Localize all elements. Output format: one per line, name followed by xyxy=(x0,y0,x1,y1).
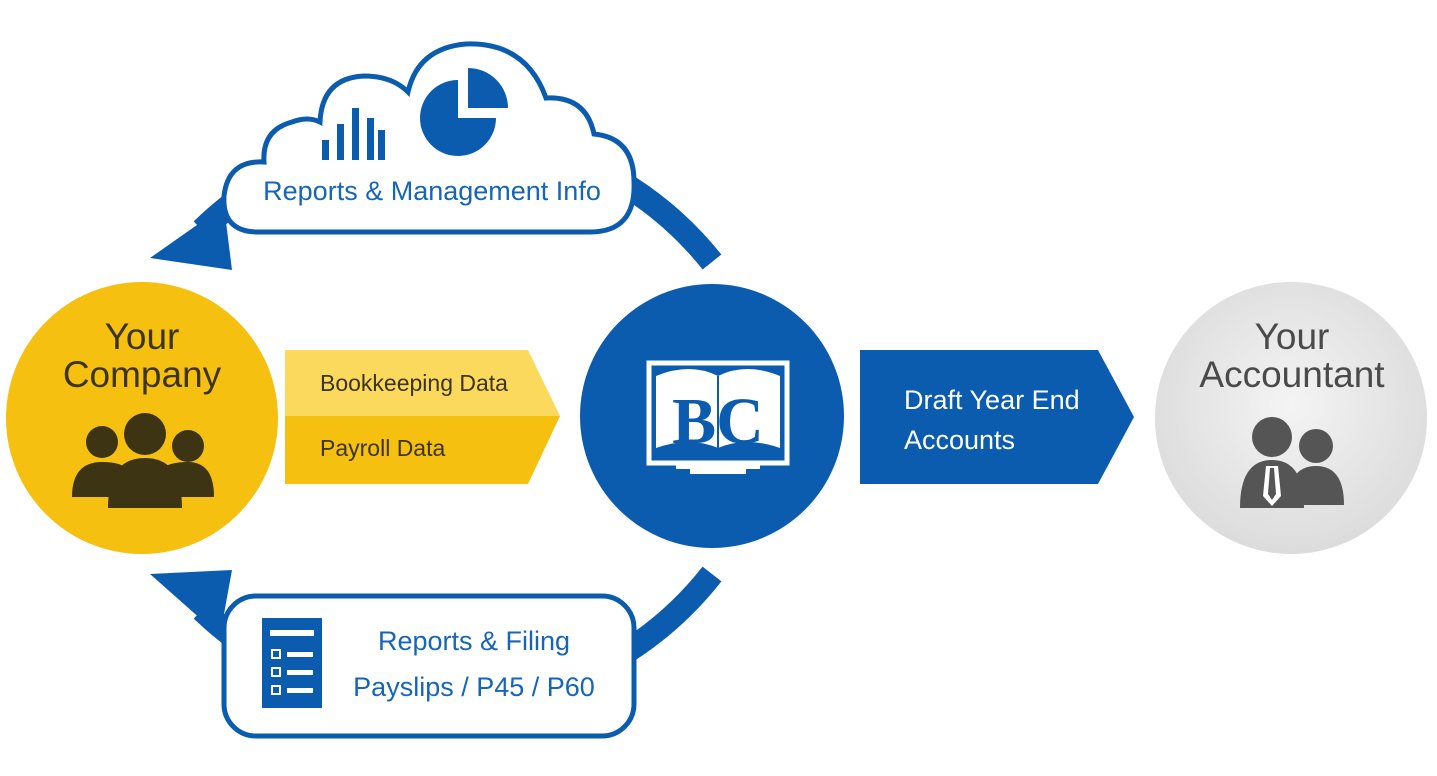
accountant-circle xyxy=(1155,282,1427,554)
business-people-icon xyxy=(1240,417,1344,508)
input-arrow xyxy=(285,350,560,484)
accountant-title-line1: Your xyxy=(1254,316,1330,357)
checklist-icon xyxy=(262,618,322,708)
cloud-shape xyxy=(221,41,637,235)
bookkeeping-data-label: Bookkeeping Data xyxy=(320,370,508,396)
bottom-arrowhead-icon xyxy=(150,570,232,636)
payroll-data-label: Payroll Data xyxy=(320,435,446,461)
accountant-title: Your Accountant xyxy=(1157,318,1427,394)
filing-box xyxy=(221,593,637,739)
monitor-book-icon: BC xyxy=(646,360,790,474)
company-title: Your Company xyxy=(7,318,277,394)
draft-line1: Draft Year End xyxy=(904,385,1080,415)
filing-line2: Payslips / P45 / P60 xyxy=(353,672,595,702)
company-title-line2: Company xyxy=(62,354,222,395)
bc-logo-text: BC xyxy=(672,385,764,458)
accountant-title-line2: Accountant xyxy=(1199,354,1385,395)
company-title-line1: Your xyxy=(104,316,180,357)
draft-accounts-label: Draft Year End Accounts xyxy=(904,380,1080,460)
pie-chart-icon xyxy=(420,68,508,156)
output-arrow xyxy=(860,350,1134,484)
bar-chart-icon xyxy=(322,108,385,160)
draft-line2: Accounts xyxy=(904,425,1016,455)
cloud-label: Reports & Management Info xyxy=(263,176,601,206)
people-group-icon xyxy=(72,413,214,508)
top-arrowhead-icon xyxy=(150,206,232,270)
filing-line1: Reports & Filing xyxy=(377,626,571,656)
